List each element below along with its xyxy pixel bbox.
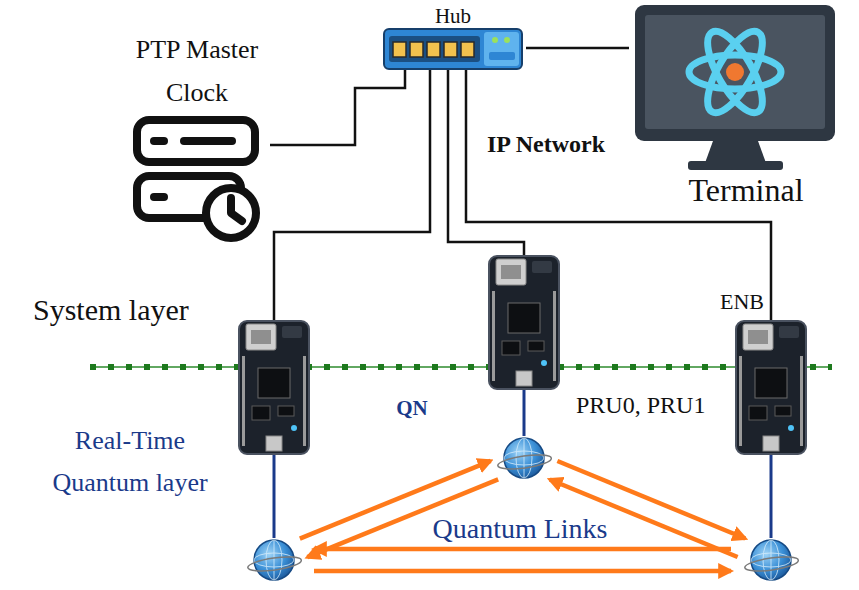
hub-node-graphic	[383, 28, 523, 70]
quantum-sphere-graphic	[749, 538, 793, 582]
node-heading: Hub	[380, 4, 526, 28]
hub-node-graphic	[384, 29, 522, 69]
ethernet-cable	[526, 47, 629, 50]
ethernet-cable	[448, 70, 524, 255]
quantum-sphere-graphic	[502, 436, 546, 480]
board-node-graphic	[735, 320, 807, 455]
board-node-graphic	[488, 255, 560, 390]
ptp-clock-node-graphic	[137, 120, 256, 238]
node-heading: Terminal	[629, 173, 841, 207]
layer-label: System layer	[33, 293, 189, 326]
board-qubit-link	[523, 390, 526, 436]
hub-node: Hub	[380, 4, 526, 70]
layer-label: Real-Time Quantum layer	[35, 420, 225, 504]
terminal-node: Terminal	[629, 3, 841, 207]
system-layer-divider	[90, 367, 832, 368]
board-node-graphic	[238, 320, 310, 455]
ptp-clock-node-graphic	[132, 114, 262, 244]
board-node-graphic	[736, 321, 806, 454]
board-node-graphic	[489, 256, 559, 389]
quantum-sphere	[749, 538, 793, 582]
device-label: ENB	[720, 290, 764, 314]
board-node	[238, 320, 310, 455]
system-layer-divider	[90, 366, 832, 368]
network-label: IP Network	[487, 131, 605, 157]
terminal-node-graphic	[635, 5, 835, 170]
ethernet-cable	[270, 70, 405, 145]
board-qubit-link	[770, 455, 773, 538]
board-node	[735, 320, 807, 455]
quantum-sphere-graphic	[247, 540, 302, 580]
quantum-sphere	[252, 538, 296, 582]
node-heading: PTP Master Clock	[124, 28, 270, 114]
quantum-link-arrow	[314, 569, 731, 574]
quantum-sphere-graphic	[744, 540, 799, 580]
ethernet-cable	[274, 70, 430, 320]
board-node	[488, 255, 560, 390]
quantum-link-arrow	[314, 547, 731, 552]
terminal-node-graphic	[633, 3, 838, 173]
quantum-sphere-graphic	[497, 438, 552, 478]
quantum-sphere-graphic	[252, 538, 296, 582]
board-node-graphic	[239, 321, 309, 454]
unit-label: PRU0, PRU1	[576, 392, 705, 418]
quantum-sphere	[502, 436, 546, 480]
system-layer-divider	[90, 364, 832, 370]
board-qubit-link	[273, 455, 276, 538]
links-label: Quantum Links	[429, 513, 612, 544]
node-label: QN	[396, 397, 428, 420]
ptp-clock-node: PTP Master Clock	[124, 28, 270, 244]
